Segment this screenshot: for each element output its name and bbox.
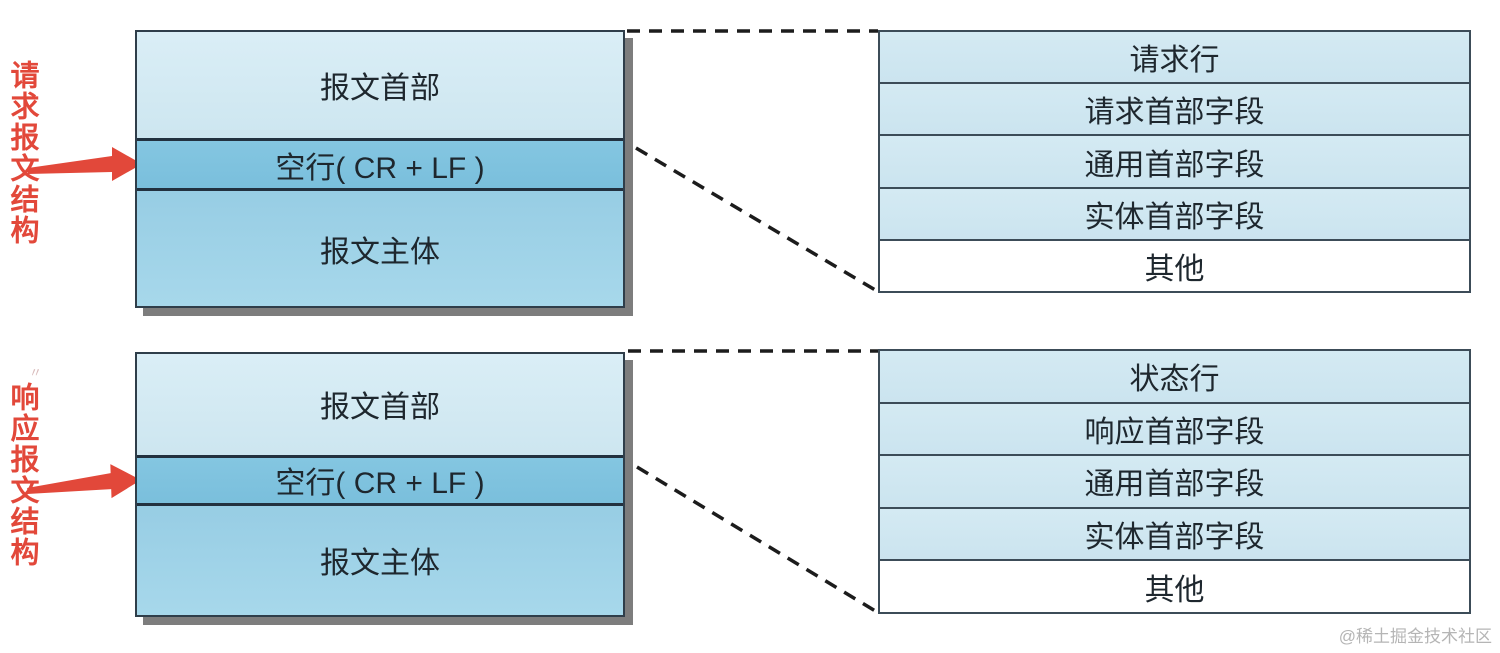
table-row-label: 实体首部字段 [1084, 200, 1265, 234]
request-box-header-section: 报文首部 [137, 32, 623, 139]
table-row: 通用首部字段 [880, 136, 1469, 189]
response-box-blank-line-section: 空行( CR + LF ) [137, 454, 623, 506]
response-message-box: 报文首部 空行( CR + LF ) 报文主体 [135, 352, 625, 617]
watermark-text: @稀土掘金技术社区 [1338, 627, 1492, 646]
connector-top-diagonal [635, 146, 878, 293]
request-box-body-text: 报文主体 [320, 235, 440, 269]
table-row-label: 请求行 [1129, 44, 1220, 78]
request-box-blank-line-section: 空行( CR + LF ) [137, 138, 623, 192]
connector-bottom-diagonal [636, 465, 878, 614]
table-row: 其他 [880, 240, 1469, 292]
request-box-body-section: 报文主体 [137, 191, 623, 306]
table-row-label: 状态行 [1129, 363, 1220, 397]
table-row: 请求首部字段 [880, 84, 1469, 137]
stray-mark: 〃 [29, 365, 43, 380]
response-box-body-section: 报文主体 [137, 505, 623, 616]
request-box-blank-line-text: 空行( CR + LF ) [275, 151, 485, 185]
table-row: 状态行 [880, 351, 1469, 404]
response-structure-label: 响应报文结构 [6, 382, 38, 568]
response-box-blank-line-text: 空行( CR + LF ) [275, 467, 485, 501]
response-detail-table: 状态行 响应首部字段 通用首部字段 实体首部字段 其他 [878, 349, 1471, 614]
table-row-label: 实体首部字段 [1084, 521, 1265, 555]
response-box-body-text: 报文主体 [320, 547, 440, 581]
request-box-header-text: 报文首部 [320, 72, 440, 106]
table-row-label: 通用首部字段 [1084, 468, 1265, 502]
table-row: 通用首部字段 [880, 456, 1469, 509]
table-row: 请求行 [880, 32, 1469, 85]
request-detail-table: 请求行 请求首部字段 通用首部字段 实体首部字段 其他 [878, 30, 1471, 293]
table-row: 实体首部字段 [880, 188, 1469, 241]
response-box-header-text: 报文首部 [320, 391, 440, 425]
table-row: 其他 [880, 561, 1469, 612]
table-row: 响应首部字段 [880, 403, 1469, 457]
response-box-header-section: 报文首部 [137, 354, 623, 455]
table-row-label: 其他 [1144, 252, 1205, 286]
table-row: 实体首部字段 [880, 508, 1469, 562]
request-message-box: 报文首部 空行( CR + LF ) 报文主体 [135, 30, 625, 308]
response-arrow-icon [27, 464, 141, 499]
request-arrow-icon [28, 147, 142, 181]
request-structure-label: 请求报文结构 [6, 60, 38, 246]
table-row-label: 请求首部字段 [1084, 96, 1265, 130]
table-row-label: 响应首部字段 [1084, 415, 1265, 449]
table-row-label: 通用首部字段 [1084, 148, 1265, 182]
table-row-label: 其他 [1144, 573, 1205, 607]
